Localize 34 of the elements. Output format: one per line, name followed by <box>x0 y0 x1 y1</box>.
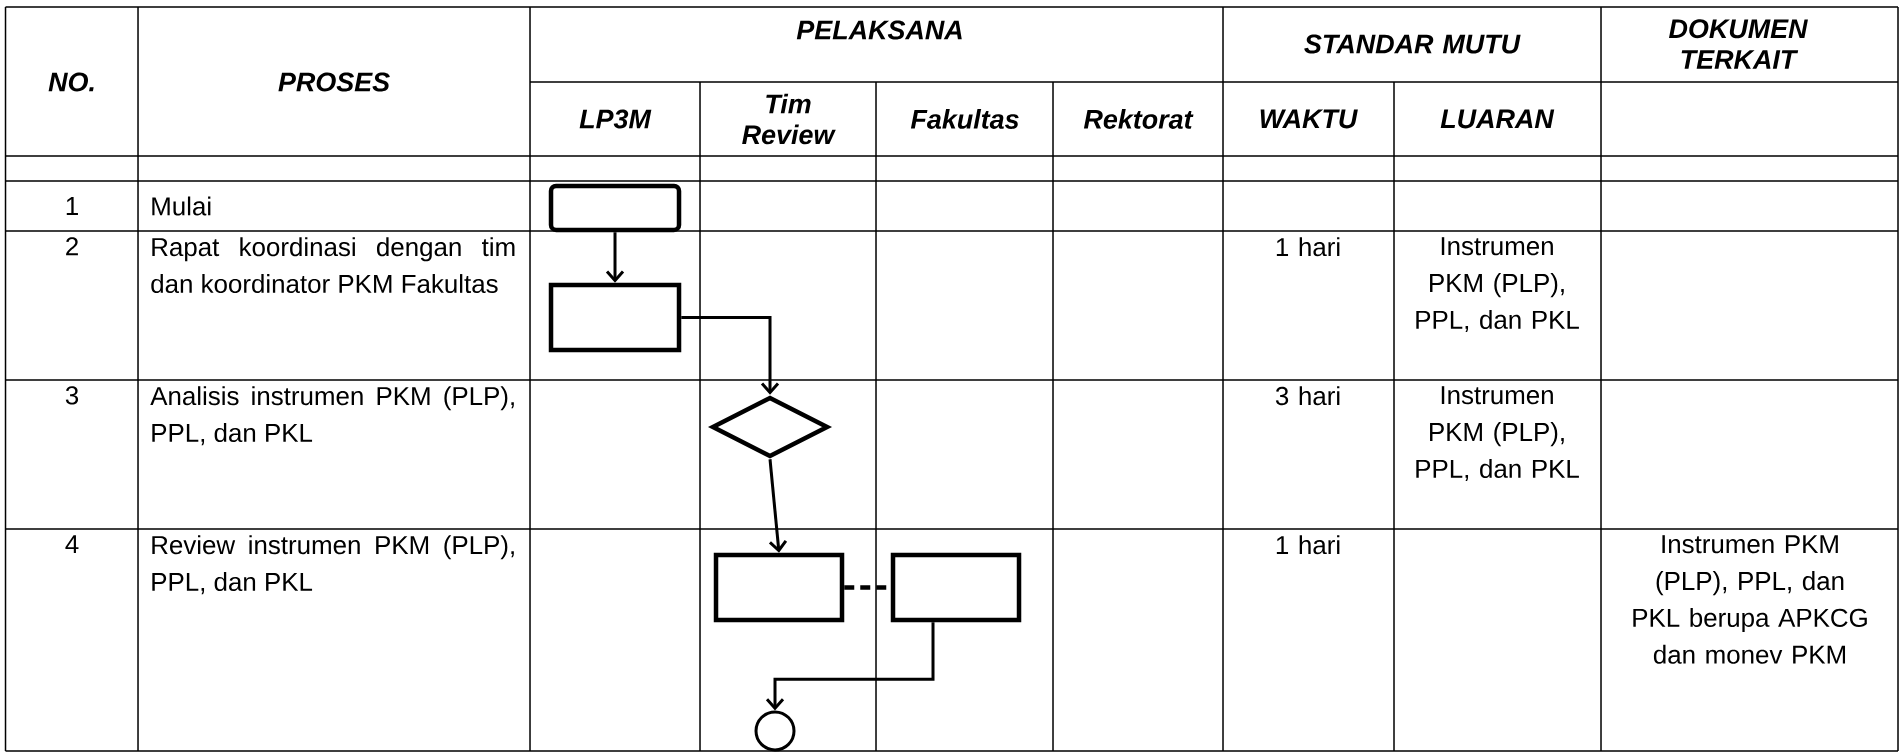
row-number: 1 <box>66 197 78 215</box>
process-box <box>890 552 1022 623</box>
duration-text: 1 hari <box>1276 237 1340 257</box>
duration-text: 3 hari <box>1275 386 1340 406</box>
column-header: STANDAR MUTU <box>1304 34 1521 54</box>
column-header: PROSES <box>278 72 390 92</box>
process-text: Review instrumen PKM (PLP), PPL, dan PKL <box>152 535 514 595</box>
column-header: LP3M <box>579 109 652 129</box>
column-header: Tim Review <box>742 93 836 145</box>
arrow <box>605 232 625 283</box>
column-header: LUARAN <box>1440 109 1555 129</box>
column-header: PELAKSANA <box>796 20 962 40</box>
arrow <box>768 459 788 553</box>
arrow <box>765 622 935 711</box>
column-header: DOKUMEN TERKAIT <box>1669 19 1808 69</box>
column-header: Rektorat <box>1083 109 1194 129</box>
end-circle <box>754 710 796 752</box>
start-box <box>548 183 682 233</box>
process-text: Analisis instrumen PKM (PLP), PPL, dan PKL <box>150 386 514 446</box>
output-text: Instrumen PKM (PLP), PPL, dan PKL <box>1416 386 1579 482</box>
column-header: WAKTU <box>1260 109 1358 129</box>
row-number: 3 <box>65 386 79 405</box>
process-text: Mulai <box>152 196 211 216</box>
row-number: 2 <box>66 237 78 256</box>
process-box <box>548 282 682 353</box>
process-text: Rapat koordinasi dengan tim dan koordinator PKM Fakultas <box>151 237 515 294</box>
column-header: Fakultas <box>910 109 1019 129</box>
column-header: NO. <box>48 72 94 92</box>
duration-text: 1 hari <box>1276 535 1340 555</box>
output-text: Instrumen PKM (PLP), PPL, dan PKL <box>1416 237 1579 333</box>
process-box <box>713 552 845 623</box>
document-text: Instrumen PKM (PLP), PPL, dan PKL berupa APKCG dan monev PKM <box>1633 535 1867 664</box>
row-number: 4 <box>65 535 79 553</box>
arrow <box>681 316 780 395</box>
